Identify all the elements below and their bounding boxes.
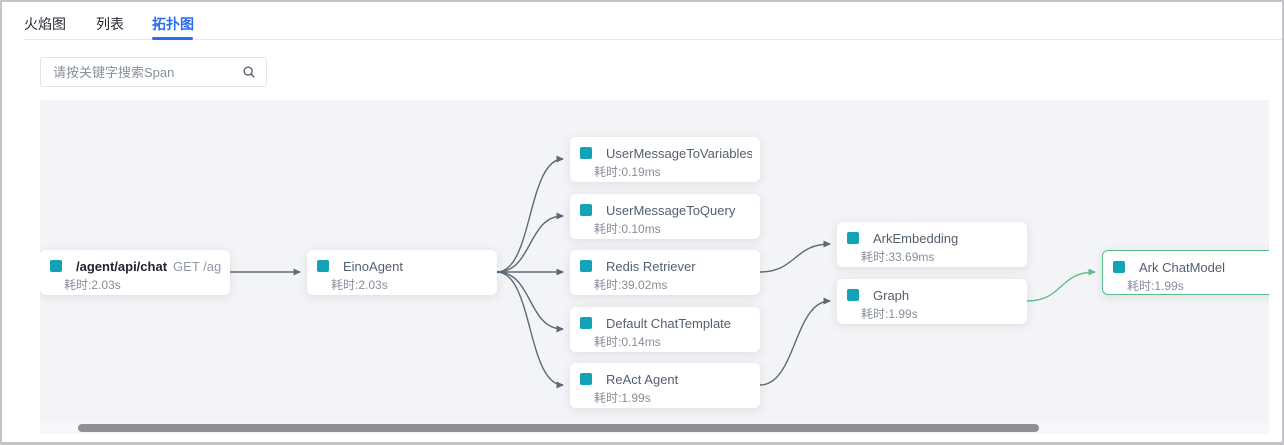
- node-title: ArkEmbedding: [873, 230, 959, 246]
- span-type-icon: [847, 232, 859, 244]
- node-title: UserMessageToQuery: [606, 202, 736, 218]
- edge-react-agent-to-graph: [759, 297, 831, 386]
- search-icon[interactable]: [242, 65, 256, 79]
- span-type-icon: [50, 260, 62, 272]
- node-title: /agent/api/chat: [76, 258, 168, 274]
- node-duration: 耗时:2.03s: [64, 278, 121, 292]
- span-type-icon: [580, 373, 592, 385]
- node-duration: 耗时:0.19ms: [594, 165, 661, 179]
- span-type-icon: [580, 260, 592, 272]
- graph-node-default-chat-template[interactable]: Default ChatTemplate 耗时:0.14ms: [570, 307, 760, 352]
- horizontal-scrollbar-track[interactable]: [40, 422, 1269, 434]
- node-duration: 耗时:2.03s: [331, 278, 388, 292]
- edge-eino-agent-to-user-message-to-variables: [496, 155, 564, 273]
- node-duration: 耗时:0.10ms: [594, 222, 661, 236]
- graph-node-eino-agent[interactable]: EinoAgent 耗时:2.03s: [307, 250, 497, 295]
- node-duration: 耗时:39.02ms: [594, 278, 668, 292]
- edge-redis-retriever-to-ark-embedding: [759, 240, 831, 273]
- graph-node-user-message-to-variables[interactable]: UserMessageToVariables 耗时:0.19ms: [570, 137, 760, 182]
- active-tab-underline: [152, 37, 193, 40]
- view-tabbar: 火焰图 列表 拓扑图: [2, 2, 1282, 40]
- horizontal-scrollbar-thumb[interactable]: [78, 424, 1039, 432]
- edge-eino-agent-to-react-agent: [496, 271, 564, 389]
- span-type-icon: [317, 260, 329, 272]
- node-title: UserMessageToVariables: [606, 145, 752, 161]
- graph-node-redis-retriever[interactable]: Redis Retriever 耗时:39.02ms: [570, 250, 760, 295]
- node-duration: 耗时:1.99s: [594, 391, 651, 405]
- node-title-row: /agent/api/chat GET /agent/…: [50, 257, 222, 275]
- graph-node-ark-chat-model[interactable]: Ark ChatModel 耗时:1.99s: [1102, 250, 1269, 295]
- graph-node-ark-embedding[interactable]: ArkEmbedding 耗时:33.69ms: [837, 222, 1027, 267]
- tab-flame-graph[interactable]: 火焰图: [24, 16, 66, 32]
- node-title: Ark ChatModel: [1139, 259, 1225, 275]
- node-title: Redis Retriever: [606, 258, 696, 274]
- node-duration: 耗时:1.99s: [1127, 279, 1184, 293]
- node-title-row: Redis Retriever: [580, 257, 752, 275]
- graph-node-user-message-to-query[interactable]: UserMessageToQuery 耗时:0.10ms: [570, 194, 760, 239]
- node-duration: 耗时:1.99s: [861, 307, 918, 321]
- span-type-icon: [580, 204, 592, 216]
- edge-layer: [230, 155, 1096, 389]
- span-type-icon: [580, 147, 592, 159]
- graph-node-chat[interactable]: /agent/api/chat GET /agent/… 耗时:2.03s: [40, 250, 230, 295]
- node-title-row: UserMessageToQuery: [580, 201, 752, 219]
- node-title-row: Ark ChatModel: [1113, 258, 1269, 276]
- node-title-row: UserMessageToVariables: [580, 144, 752, 162]
- node-title-row: Default ChatTemplate: [580, 314, 752, 332]
- span-type-icon: [1113, 261, 1125, 273]
- tab-list[interactable]: 列表: [96, 16, 124, 32]
- node-duration: 耗时:33.69ms: [861, 250, 935, 264]
- graph-node-graph[interactable]: Graph 耗时:1.99s: [837, 279, 1027, 324]
- node-subtitle: GET /agent/…: [173, 258, 222, 274]
- span-type-icon: [580, 317, 592, 329]
- node-title-row: ArkEmbedding: [847, 229, 1019, 247]
- edge-eino-agent-to-default-chat-template: [496, 271, 564, 333]
- node-duration: 耗时:0.14ms: [594, 335, 661, 349]
- node-title: ReAct Agent: [606, 371, 679, 387]
- span-search-input[interactable]: [53, 64, 236, 80]
- node-title: EinoAgent: [343, 258, 403, 274]
- tab-topology[interactable]: 拓扑图: [152, 16, 194, 32]
- node-title: Graph: [873, 287, 910, 303]
- span-type-icon: [847, 289, 859, 301]
- node-title-row: EinoAgent: [317, 257, 489, 275]
- edge-graph-to-ark-chat-model: [1026, 268, 1096, 302]
- node-title: Default ChatTemplate: [606, 315, 732, 331]
- tabbar-divider: [24, 39, 1282, 40]
- node-title-row: ReAct Agent: [580, 370, 752, 388]
- edge-eino-agent-to-user-message-to-query: [496, 212, 564, 273]
- node-title-row: Graph: [847, 286, 1019, 304]
- span-search-box[interactable]: [40, 57, 267, 87]
- graph-node-react-agent[interactable]: ReAct Agent 耗时:1.99s: [570, 363, 760, 408]
